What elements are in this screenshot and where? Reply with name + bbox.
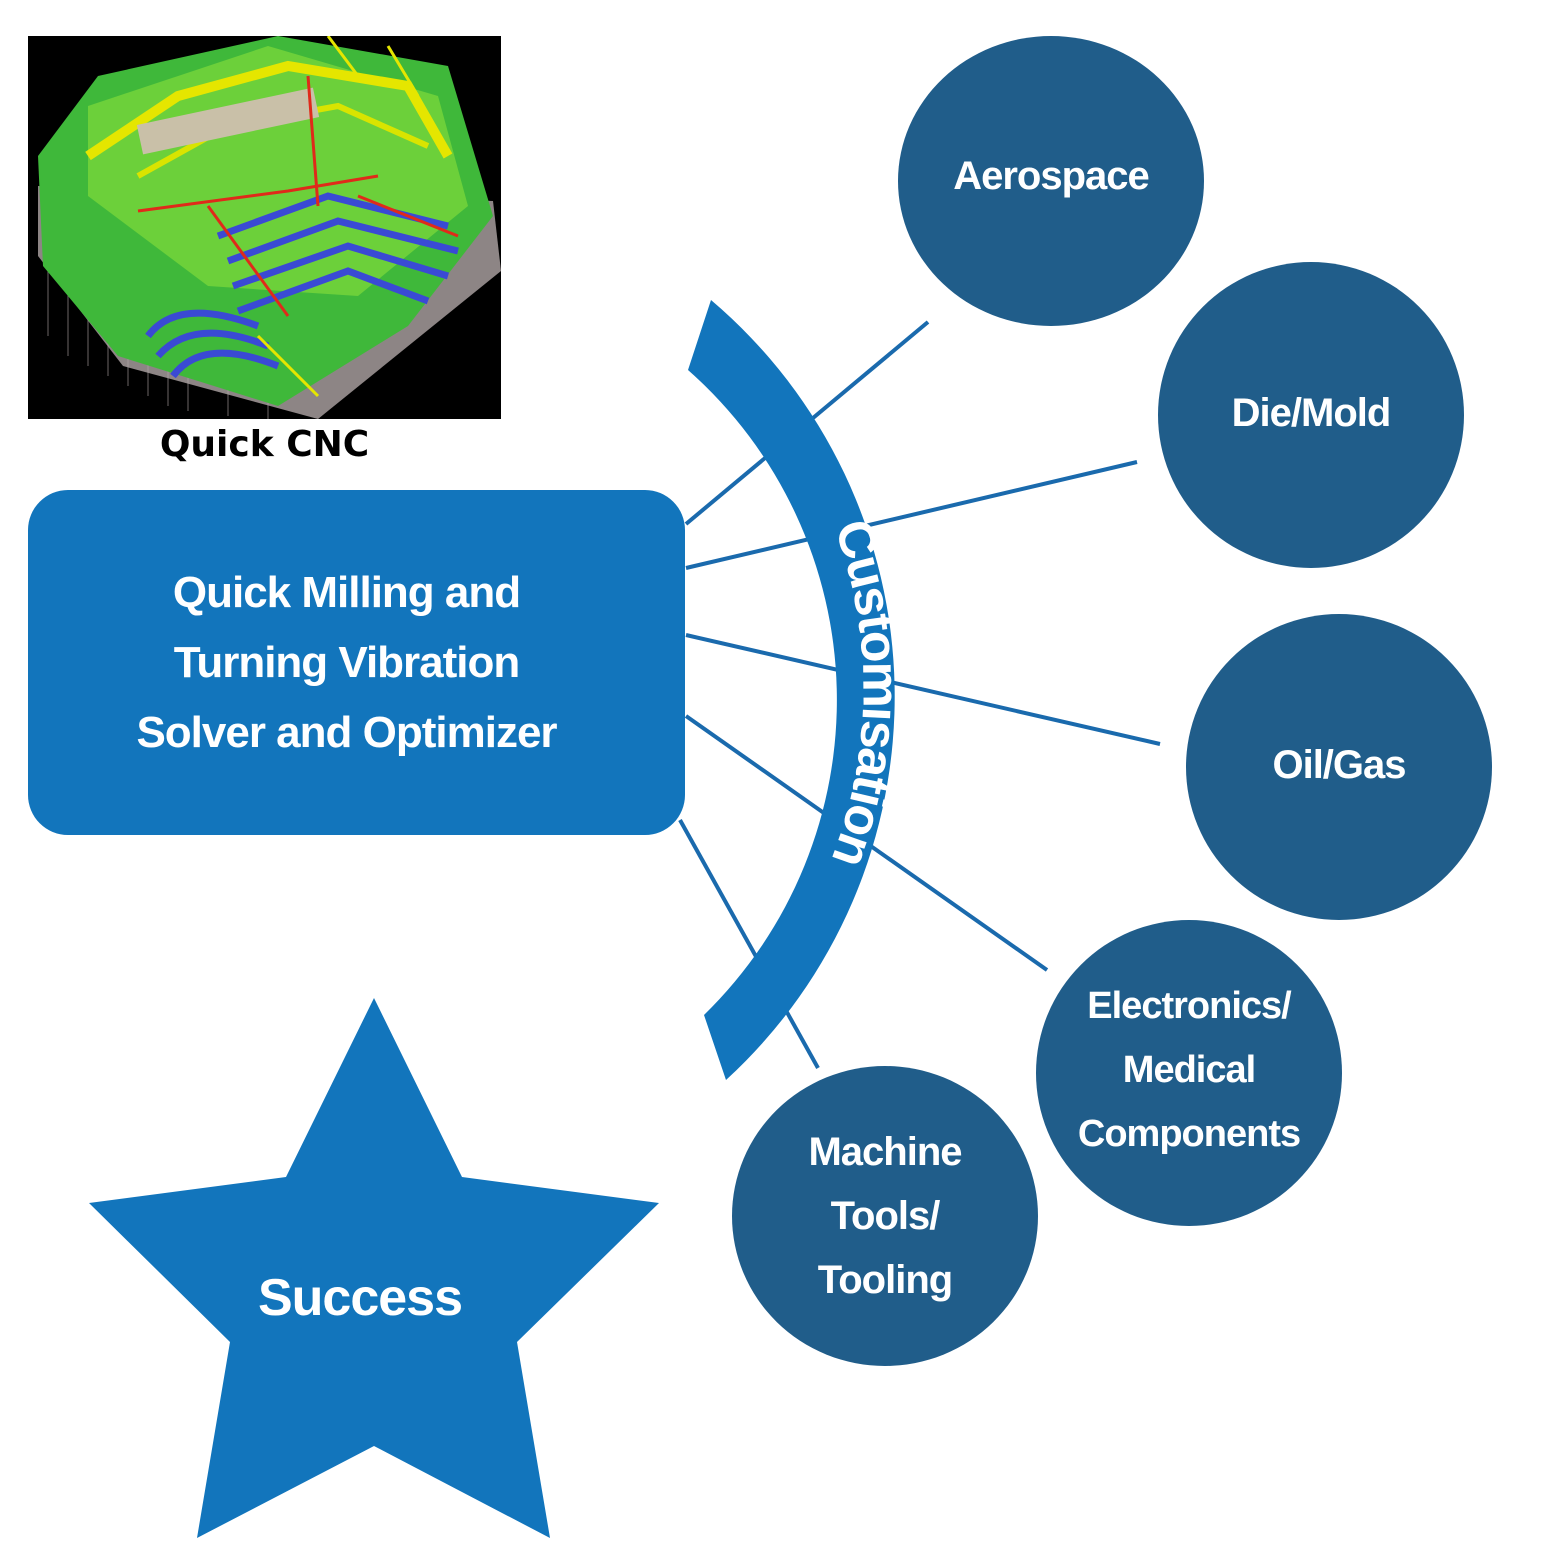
industry-label: Electronics/ Medical Components <box>1077 985 1301 1155</box>
customisation-arc <box>688 300 895 1080</box>
cnc-toolpath-image <box>28 36 501 419</box>
industry-oil-gas: Oil/Gas <box>1186 614 1492 920</box>
industry-label: Die/Mold <box>1231 390 1392 435</box>
solver-box: Quick Milling and Turning Vibration Solv… <box>28 490 685 835</box>
cnc-image-caption: Quick CNC <box>159 424 370 465</box>
connector-oil-gas <box>685 633 1161 746</box>
connector-die-mold <box>685 460 1138 570</box>
industry-label: Machine Tools/ Tooling <box>808 1130 962 1302</box>
industry-aerospace: Aerospace <box>898 36 1204 326</box>
solver-title-line: Quick Milling and <box>172 567 521 617</box>
connector-machine-tools <box>678 819 820 1069</box>
industry-electronics-medical: Electronics/ Medical Components <box>1036 920 1342 1226</box>
success-label: Success <box>257 1269 463 1327</box>
toolpath-drawing <box>28 36 501 419</box>
industry-label: Aerospace <box>953 153 1150 198</box>
success-star <box>89 998 659 1538</box>
solver-title: Quick Milling and Turning Vibration Solv… <box>87 558 607 768</box>
industry-label: Oil/Gas <box>1272 742 1406 787</box>
industry-machine-tools: Machine Tools/ Tooling <box>732 1066 1038 1366</box>
connector-lines <box>678 320 1161 1069</box>
industry-die-mold: Die/Mold <box>1158 262 1464 568</box>
solver-title-line: Turning Vibration <box>173 637 521 687</box>
solver-title-line: Solver and Optimizer <box>136 707 557 757</box>
